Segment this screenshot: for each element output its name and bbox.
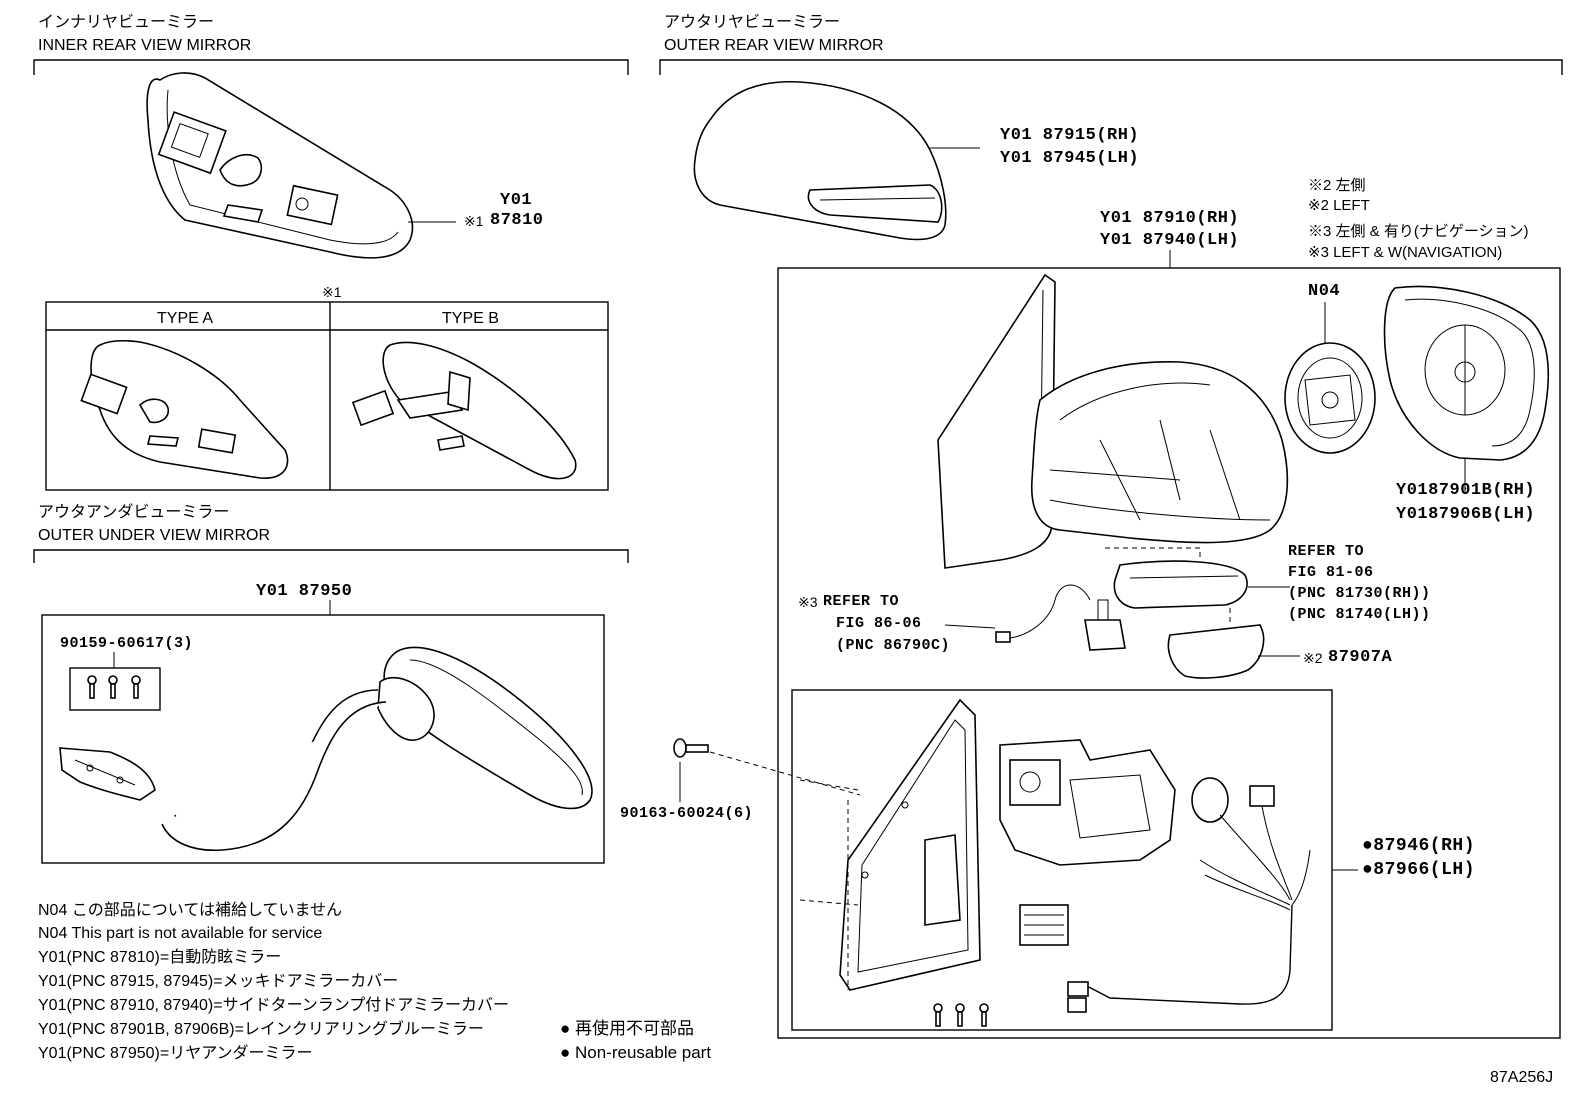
outer-rear-section-bracket [659, 59, 1563, 75]
motor-lh-label: ●87966(LH) [1362, 860, 1476, 880]
outer-rear-section-title-jp: アウタリヤビューミラー [664, 14, 841, 31]
legend-jp: ● 再使用不可部品 [560, 1019, 694, 1038]
harness-illustration [1067, 777, 1311, 1013]
cover-rh-label: Y01 87915(RH) [1000, 126, 1140, 145]
inner-section-title-jp: インナリヤビューミラー [38, 14, 215, 31]
figure-id: 87A256J [1490, 1069, 1554, 1086]
note2-jp: ※2 左側 [1308, 177, 1366, 194]
motor-rh-label: ●87946(RH) [1362, 836, 1476, 856]
note2-en: ※2 LEFT [1308, 197, 1370, 214]
under-section-bracket [33, 549, 629, 563]
n04-label: N04 [1308, 282, 1341, 301]
refer2-leader [944, 624, 996, 629]
note3-en: ※3 LEFT & W(NAVIGATION) [1308, 244, 1503, 261]
note-line: N04 この部品については補給していません [38, 902, 343, 919]
motor-box [791, 689, 1333, 1031]
type-header-mark: ※1 [322, 284, 342, 300]
under-mirror-illustration [59, 646, 593, 852]
inner-y01-label: Y01 [500, 191, 533, 210]
note-line: Y01(PNC 87910, 87940)=サイドターンランプ付ドアミラーカバー [38, 997, 509, 1014]
refer1-line-d: (PNC 81740(LH)) [1288, 606, 1431, 623]
mirror-glass-illustration [1383, 285, 1550, 461]
note-line: Y01(PNC 87915, 87945)=メッキドアミラーカバー [38, 973, 399, 990]
type-b-label: TYPE B [442, 310, 499, 327]
refer2-line-b: FIG 86-06 [836, 615, 922, 632]
under-screw-box [69, 667, 161, 711]
note-line: Y01(PNC 87950)=リヤアンダーミラー [38, 1045, 313, 1062]
n04-actuator-illustration [1284, 342, 1376, 454]
glass-rh-label: Y0187901B(RH) [1396, 481, 1536, 500]
under-screw-label: 90159-60617(3) [60, 635, 194, 652]
lamp-cover-illustration [1167, 624, 1265, 679]
inner-mirror-illustration [146, 72, 414, 259]
mirror-cover-illustration [693, 80, 947, 241]
motor-screws [933, 1003, 989, 1027]
refer2-line-a: REFER TO [823, 593, 900, 610]
note3-jp: ※3 左側 & 有り(ナビゲーション) [1308, 223, 1529, 240]
refer1-line-c: (PNC 81730(RH)) [1288, 585, 1431, 602]
mirror-assy-illustration [937, 273, 1289, 569]
inner-mark-label: ※1 [464, 213, 484, 229]
bolt-illustration [673, 738, 709, 758]
motor-unit-illustration [999, 739, 1176, 866]
type-table [45, 301, 609, 491]
assy-rh-label: Y01 87910(RH) [1100, 209, 1240, 228]
under-main-label: Y01 87950 [256, 582, 353, 601]
refer1-line-a: REFER TO [1288, 543, 1365, 560]
bolt-label: 90163-60024(6) [620, 805, 754, 822]
cover-lh-label: Y01 87945(LH) [1000, 149, 1140, 168]
refer2-line-c: (PNC 86790C) [836, 637, 951, 654]
under-section-title-en: OUTER UNDER VIEW MIRROR [38, 527, 270, 544]
legend-en: ● Non-reusable part [560, 1043, 712, 1062]
under-section-title-jp: アウタアンダビューミラー [38, 504, 230, 521]
assy-lh-label: Y01 87940(LH) [1100, 231, 1240, 250]
note-line: N04 This part is not available for servi… [38, 925, 323, 942]
outer-rear-section-title-en: OUTER REAR VIEW MIRROR [664, 37, 884, 54]
connector-illustration [1019, 904, 1069, 946]
motor-bracket-illustration [799, 698, 981, 991]
glass-lh-label: Y0187906B(LH) [1396, 505, 1536, 524]
bolt-dashed [709, 751, 861, 796]
under-mirror-box [41, 614, 605, 864]
note-line: Y01(PNC 87810)=自動防眩ミラー [38, 949, 282, 966]
assy-box [777, 267, 1561, 1039]
refer1-line-b: FIG 81-06 [1288, 564, 1374, 581]
note-line: Y01(PNC 87901B, 87906B)=レインクリアリングブルーミラー [38, 1021, 484, 1038]
type-a-label: TYPE A [157, 310, 214, 327]
refer2-mark: ※3 [798, 594, 818, 610]
turn-lamp-illustration [995, 547, 1290, 651]
lamp-cover-mark: ※2 [1303, 650, 1323, 666]
lamp-cover-label: 87907A [1328, 648, 1393, 667]
inner-section-bracket [33, 59, 629, 75]
under-screws [87, 675, 141, 699]
inner-part-label: 87810 [490, 211, 544, 230]
inner-section-title-en: INNER REAR VIEW MIRROR [38, 37, 252, 54]
